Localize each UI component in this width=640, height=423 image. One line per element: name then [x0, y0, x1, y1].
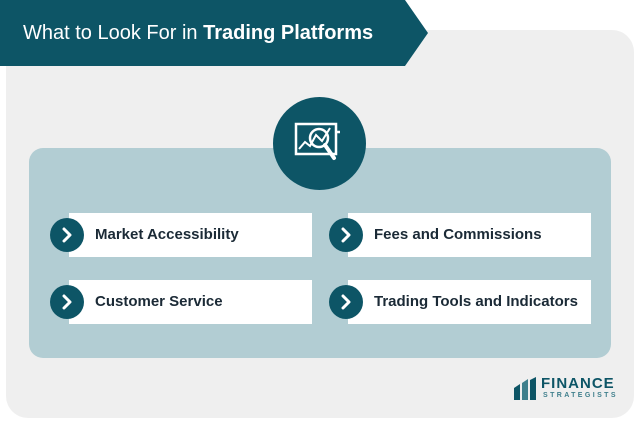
- page-title: What to Look For in Trading Platforms: [0, 22, 373, 45]
- item-trading-tools-and-indicators: Trading Tools and Indicators: [348, 280, 591, 324]
- chevron-right-icon: [329, 285, 363, 319]
- title-bold: Trading Platforms: [203, 21, 374, 44]
- chevron-right-icon: [50, 285, 84, 319]
- chart-magnifier-icon: [294, 122, 340, 160]
- item-label: Market Accessibility: [95, 226, 239, 243]
- item-label: Fees and Commissions: [374, 226, 542, 243]
- brand-subtitle: STRATEGISTS: [543, 392, 618, 399]
- emblem-circle: [273, 97, 366, 190]
- item-fees-and-commissions: Fees and Commissions: [348, 213, 591, 257]
- finance-strategists-logo-icon: [514, 377, 536, 400]
- title-banner: What to Look For in Trading Platforms: [0, 0, 428, 66]
- item-label: Customer Service: [95, 293, 223, 310]
- brand-name: FINANCE: [541, 375, 615, 392]
- chevron-right-icon: [50, 218, 84, 252]
- item-customer-service: Customer Service: [69, 280, 312, 324]
- item-label: Trading Tools and Indicators: [374, 293, 578, 310]
- title-regular: What to Look For in: [23, 21, 198, 44]
- chevron-right-icon: [329, 218, 363, 252]
- brand-logo: FINANCE STRATEGISTS: [512, 374, 622, 404]
- item-market-accessibility: Market Accessibility: [69, 213, 312, 257]
